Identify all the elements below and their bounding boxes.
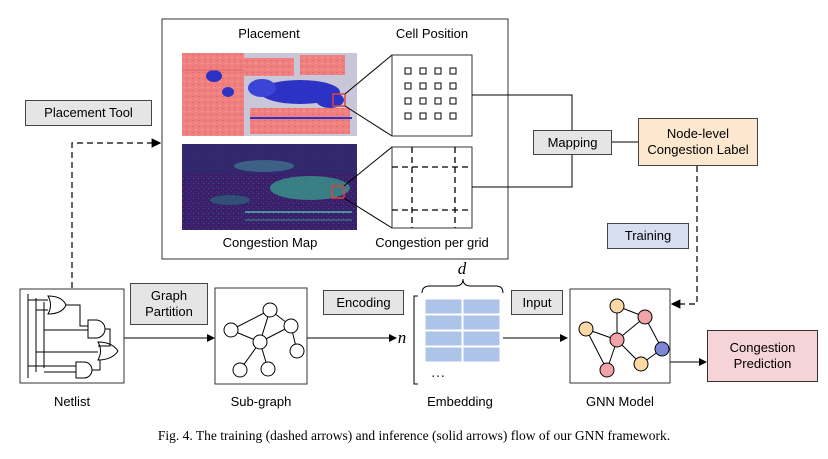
congestion-per-grid-heading: Congestion per grid [375, 235, 489, 250]
gnn-graph-icon [578, 298, 670, 378]
encoding-node: Encoding [323, 290, 404, 315]
cell-square [419, 97, 427, 105]
embedding-cell [462, 298, 501, 315]
graph-partition-node: Graph Partition [130, 283, 208, 325]
embedding-cell [424, 330, 463, 347]
subgraph-caption: Sub-graph [230, 394, 292, 409]
embedding-side-brace [413, 295, 418, 385]
cell-square [434, 112, 442, 120]
congestion-map-image [182, 144, 357, 230]
mapping-label: Mapping [547, 134, 598, 150]
embedding-matrix [424, 298, 501, 363]
graph-partition-line1: Graph [150, 288, 188, 303]
cell-position-heading: Cell Position [395, 26, 469, 41]
embedding-dim-d: d [457, 259, 467, 278]
cell-square [449, 97, 457, 105]
cell-position-box [391, 54, 473, 137]
placement-image [182, 53, 357, 136]
graph-partition-line2: Partition [145, 304, 193, 319]
congestion-prediction-line2: Prediction [733, 356, 792, 371]
figure-caption: Fig. 4. The training (dashed arrows) and… [157, 428, 671, 443]
cell-square [434, 82, 442, 90]
gnn-model-caption: GNN Model [586, 394, 654, 409]
cell-square [404, 112, 412, 120]
embedding-dim-n: n [397, 328, 407, 347]
congestion-prediction-line1: Congestion [729, 340, 796, 355]
cell-square [419, 112, 427, 120]
input-node: Input [511, 290, 563, 315]
cell-square [449, 112, 457, 120]
cell-square [419, 67, 427, 75]
placement-tool-label: Placement Tool [44, 105, 133, 120]
cell-square [434, 97, 442, 105]
cell-grid [404, 67, 457, 120]
cell-square [404, 67, 412, 75]
congestion-map-heading: Congestion Map [222, 235, 318, 250]
cell-square [434, 67, 442, 75]
netlist-circuit-icon [27, 294, 119, 379]
embedding-cell [424, 346, 463, 363]
training-node: Training [607, 223, 689, 249]
node-level-label-node: Node-level Congestion Label [638, 118, 758, 166]
cell-square [404, 82, 412, 90]
embedding-cell [462, 314, 501, 331]
placement-heading: Placement [238, 26, 300, 41]
congestion-grid-box [391, 146, 473, 229]
node-level-line1: Node-level [666, 126, 730, 141]
encoding-label: Encoding [336, 294, 391, 310]
cell-square [419, 82, 427, 90]
embedding-cell [462, 330, 501, 347]
embedding-caption: Embedding [427, 394, 493, 409]
input-label: Input [522, 294, 552, 310]
netlist-caption: Netlist [53, 394, 91, 409]
embedding-ellipsis: … [430, 364, 446, 381]
training-label: Training [624, 228, 672, 243]
embedding-cell [424, 298, 463, 315]
congestion-prediction-node: Congestion Prediction [707, 330, 818, 382]
embedding-top-brace [421, 278, 504, 294]
grid-dashes [392, 147, 472, 228]
mapping-node: Mapping [533, 130, 612, 155]
subgraph-graph-icon [223, 302, 305, 378]
cell-square [404, 97, 412, 105]
placement-tool-node: Placement Tool [25, 100, 152, 126]
node-level-line2: Congestion Label [647, 142, 749, 157]
cell-square [449, 82, 457, 90]
embedding-cell [462, 346, 501, 363]
embedding-cell [424, 314, 463, 331]
cell-square [449, 67, 457, 75]
